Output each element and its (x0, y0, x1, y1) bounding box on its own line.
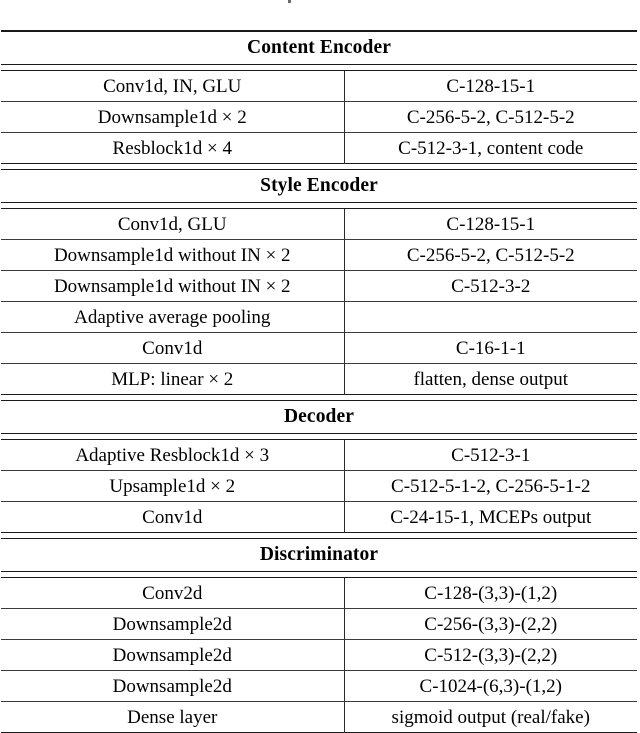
parameter-cell: C-24-15-1, MCEPs output (344, 502, 637, 533)
layer-cell: Conv2d (1, 578, 344, 609)
layer-cell: Adaptive average pooling (1, 302, 344, 333)
section-title: Content Encoder (1, 32, 637, 65)
layer-cell: Dense layer (1, 702, 344, 733)
layer-cell: Conv1d, GLU (1, 209, 344, 240)
parameter-cell: C-512-3-1, content code (344, 133, 637, 164)
parameter-cell: C-256-(3,3)-(2,2) (344, 609, 637, 640)
parameter-cell: flatten, dense output (344, 364, 637, 395)
section-title: Discriminator (1, 539, 637, 572)
parameter-cell: C-128-15-1 (344, 209, 637, 240)
section-header-row: Content Encoder (1, 32, 637, 65)
layer-cell: Downsample1d × 2 (1, 102, 344, 133)
parameter-cell: C-512-3-1 (344, 440, 637, 471)
layer-cell: Downsample1d without IN × 2 (1, 271, 344, 302)
layer-cell: Upsample1d × 2 (1, 471, 344, 502)
parameter-cell (344, 302, 637, 333)
layer-cell: Conv1d (1, 502, 344, 533)
parameter-cell: C-512-3-2 (344, 271, 637, 302)
section-header-row: Decoder (1, 401, 637, 434)
parameter-cell: C-128-15-1 (344, 71, 637, 102)
layer-cell: Adaptive Resblock1d × 3 (1, 440, 344, 471)
layer-cell: Conv1d, IN, GLU (1, 71, 344, 102)
parameter-cell: C-16-1-1 (344, 333, 637, 364)
parameter-cell: C-256-5-2, C-512-5-2 (344, 102, 637, 133)
section-header-row: Style Encoder (1, 170, 637, 203)
section-header-row: Discriminator (1, 539, 637, 572)
layer-cell: Downsample1d without IN × 2 (1, 240, 344, 271)
layer-cell: Resblock1d × 4 (1, 133, 344, 164)
parameter-cell: sigmoid output (real/fake) (344, 702, 637, 733)
parameter-cell: C-1024-(6,3)-(1,2) (344, 671, 637, 702)
parameter-cell: C-128-(3,3)-(1,2) (344, 578, 637, 609)
section-title: Style Encoder (1, 170, 637, 203)
parameter-cell: C-512-(3,3)-(2,2) (344, 640, 637, 671)
parameter-cell: C-256-5-2, C-512-5-2 (344, 240, 637, 271)
parameter-cell: C-512-5-1-2, C-256-5-1-2 (344, 471, 637, 502)
table-row: Adaptive average pooling (1, 302, 637, 333)
layer-cell: Conv1d (1, 333, 344, 364)
layer-cell: Downsample2d (1, 640, 344, 671)
section-title: Decoder (1, 401, 637, 434)
caption-descender-artifact (288, 0, 291, 3)
layer-cell: Downsample2d (1, 671, 344, 702)
layer-cell: Downsample2d (1, 609, 344, 640)
layer-cell: MLP: linear × 2 (1, 364, 344, 395)
